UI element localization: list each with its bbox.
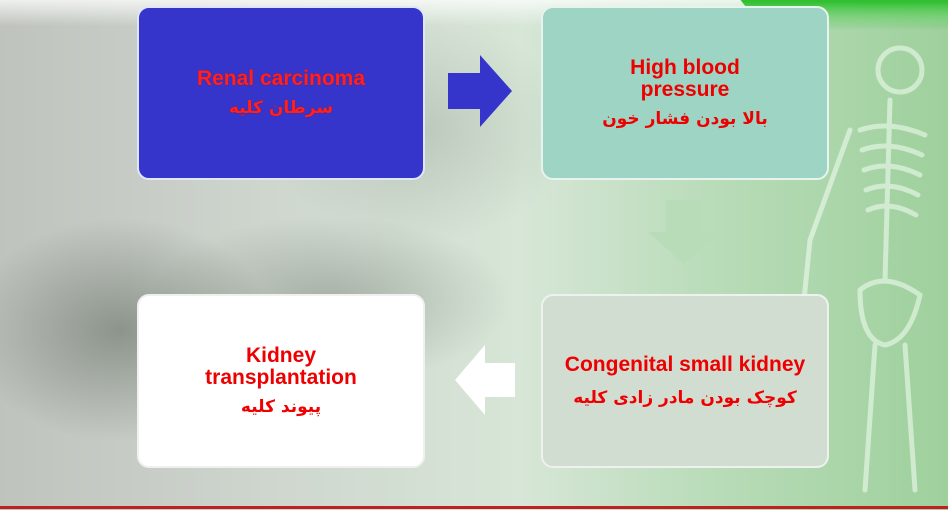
arrow-down-icon [648, 200, 720, 264]
box-congenital-small-kidney: Congenital small kidney کوچک بودن مادر ز… [541, 294, 829, 468]
box-renal-carcinoma-title: Renal carcinoma [196, 67, 366, 90]
box-high-blood-pressure-title: High blood pressure [630, 56, 740, 101]
arrow-right-icon [448, 55, 512, 127]
box-renal-carcinoma: Renal carcinoma سرطان کلیه [137, 6, 425, 180]
box-high-blood-pressure: High blood pressure بالا بودن فشار خون [541, 6, 829, 180]
box-kidney-transplantation-persian: پیوند کلیه [240, 397, 322, 417]
box-congenital-small-kidney-title: Congenital small kidney [564, 353, 806, 376]
bottom-divider [0, 506, 948, 509]
skeleton-image [797, 45, 928, 493]
arrow-left-icon [455, 345, 515, 415]
box-high-blood-pressure-persian: بالا بودن فشار خون [602, 109, 768, 129]
box-kidney-transplantation-title: Kidney transplantation [205, 344, 357, 389]
box-kidney-transplantation: Kidney transplantation پیوند کلیه [137, 294, 425, 468]
box-congenital-small-kidney-persian: کوچک بودن مادر زادی کلیه [573, 388, 797, 408]
box-renal-carcinoma-persian: سرطان کلیه [228, 98, 334, 118]
